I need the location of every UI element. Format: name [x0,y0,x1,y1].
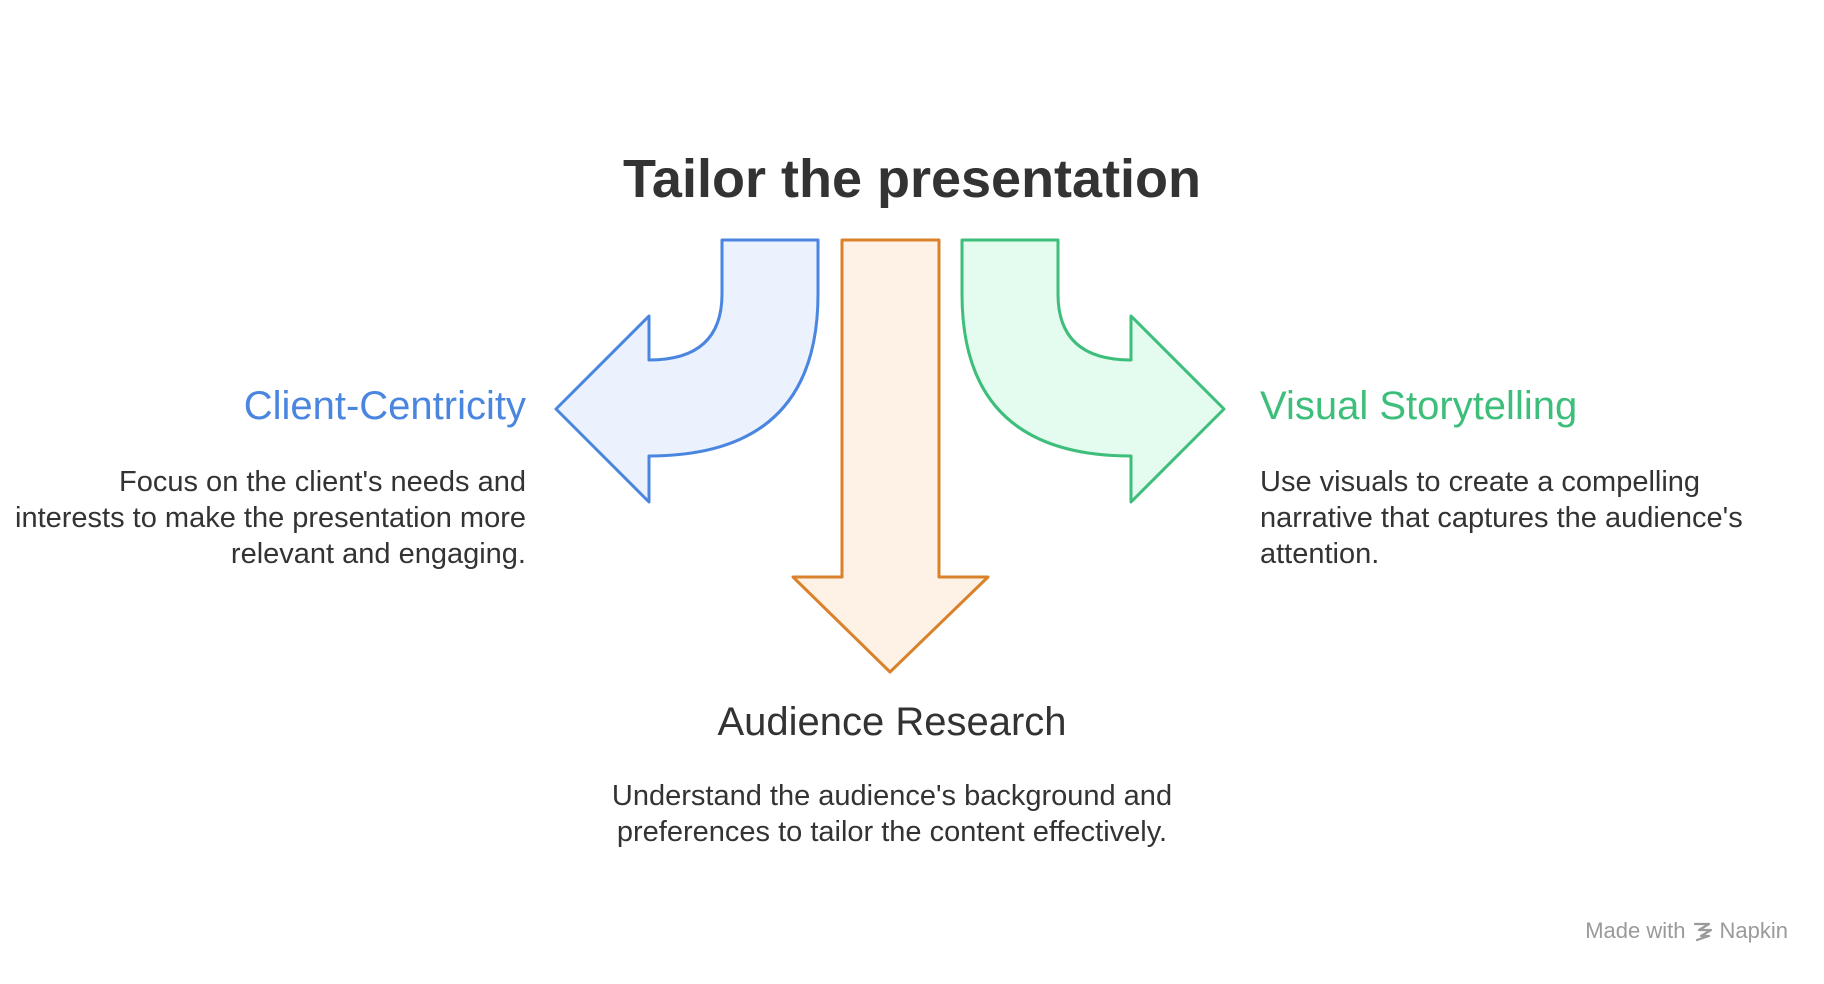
left-curved-arrow [554,238,820,504]
napkin-logo-icon [1693,922,1712,942]
watermark-brand: Napkin [1719,918,1788,943]
visual-storytelling-label: Visual Storytelling [1260,384,1578,428]
center-down-arrow [791,238,990,674]
watermark-prefix: Made with [1585,918,1686,943]
client-centricity-label: Client-Centricity [243,384,526,428]
client-centricity-description: Focus on the client's needs and interest… [15,466,526,570]
watermark[interactable]: Made with Napkin [1585,918,1788,944]
diagram-title: Tailor the presentation [622,149,1202,209]
audience-research-label: Audience Research [717,700,1067,744]
audience-research-description: Understand the audience's background and… [611,780,1173,848]
visual-storytelling-description: Use visuals to create a compelling narra… [1260,466,1743,570]
right-curved-arrow [960,238,1226,504]
